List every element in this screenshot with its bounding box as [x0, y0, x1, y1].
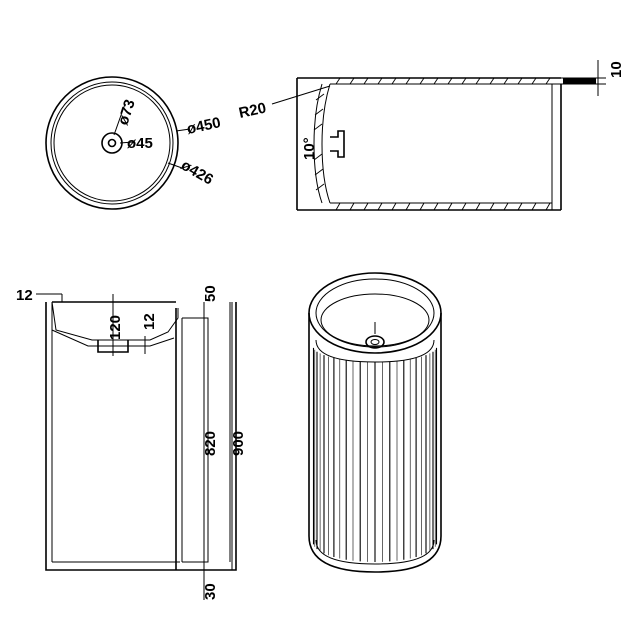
- dim-d426: ø426: [178, 157, 216, 189]
- leader-d450: [175, 128, 191, 132]
- side-outline: [45, 302, 237, 571]
- drain-ellipse-inner: [370, 339, 380, 345]
- basin-curve: [321, 83, 331, 204]
- dim-ten: 10: [608, 61, 625, 78]
- hatch-bottom: [335, 202, 551, 211]
- inner-rim-circle: [50, 81, 174, 205]
- hatch-top: [335, 77, 551, 85]
- dim-one-twenty: 120: [107, 315, 124, 340]
- dim-r20: R20: [237, 100, 267, 122]
- drain-inner-circle: [107, 138, 117, 148]
- dim-nine-hundred: 900: [230, 431, 247, 456]
- outer-rim-circle: [45, 76, 179, 210]
- perspective-view: [308, 272, 442, 573]
- dim-eight-twenty: 820: [202, 431, 219, 456]
- side-panel: [182, 317, 209, 563]
- hatch-basin: [313, 93, 325, 191]
- dim-twelve-mid: 12: [141, 313, 158, 330]
- dim-d45: ø45: [127, 135, 153, 152]
- rim-outer-ellipse: [308, 272, 442, 354]
- leader-d426: [167, 162, 183, 169]
- leader-d45: [119, 141, 134, 144]
- side-view: 12 120 12 50 820 900 30: [16, 285, 247, 600]
- column-body: [308, 313, 442, 573]
- basin-circle: [53, 84, 171, 202]
- side-basin: [51, 301, 179, 341]
- drain-outer-circle: [101, 132, 123, 154]
- top-view: ø73 ø45 ø450 ø426: [45, 76, 222, 210]
- basin-ellipse: [320, 293, 430, 347]
- leader-d73: [113, 103, 126, 136]
- dim-angle: 10°: [301, 137, 318, 160]
- rim-inner-ellipse: [315, 278, 435, 348]
- dim-twelve-left: 12: [16, 287, 33, 304]
- drain-ellipse-outer: [365, 335, 385, 349]
- dim-thirty: 30: [202, 583, 219, 600]
- column-base-curve: [315, 539, 435, 565]
- section-drain: [330, 130, 345, 158]
- leader-r20: [271, 85, 331, 105]
- dim-10-fill: [563, 78, 596, 84]
- section-view: R20 10° 10: [237, 60, 625, 211]
- section-outline: [296, 77, 562, 211]
- flutes: [312, 347, 438, 562]
- dim-d73: ø73: [115, 97, 139, 127]
- dim-d450: ø450: [185, 114, 222, 138]
- dim-fifty: 50: [202, 285, 219, 302]
